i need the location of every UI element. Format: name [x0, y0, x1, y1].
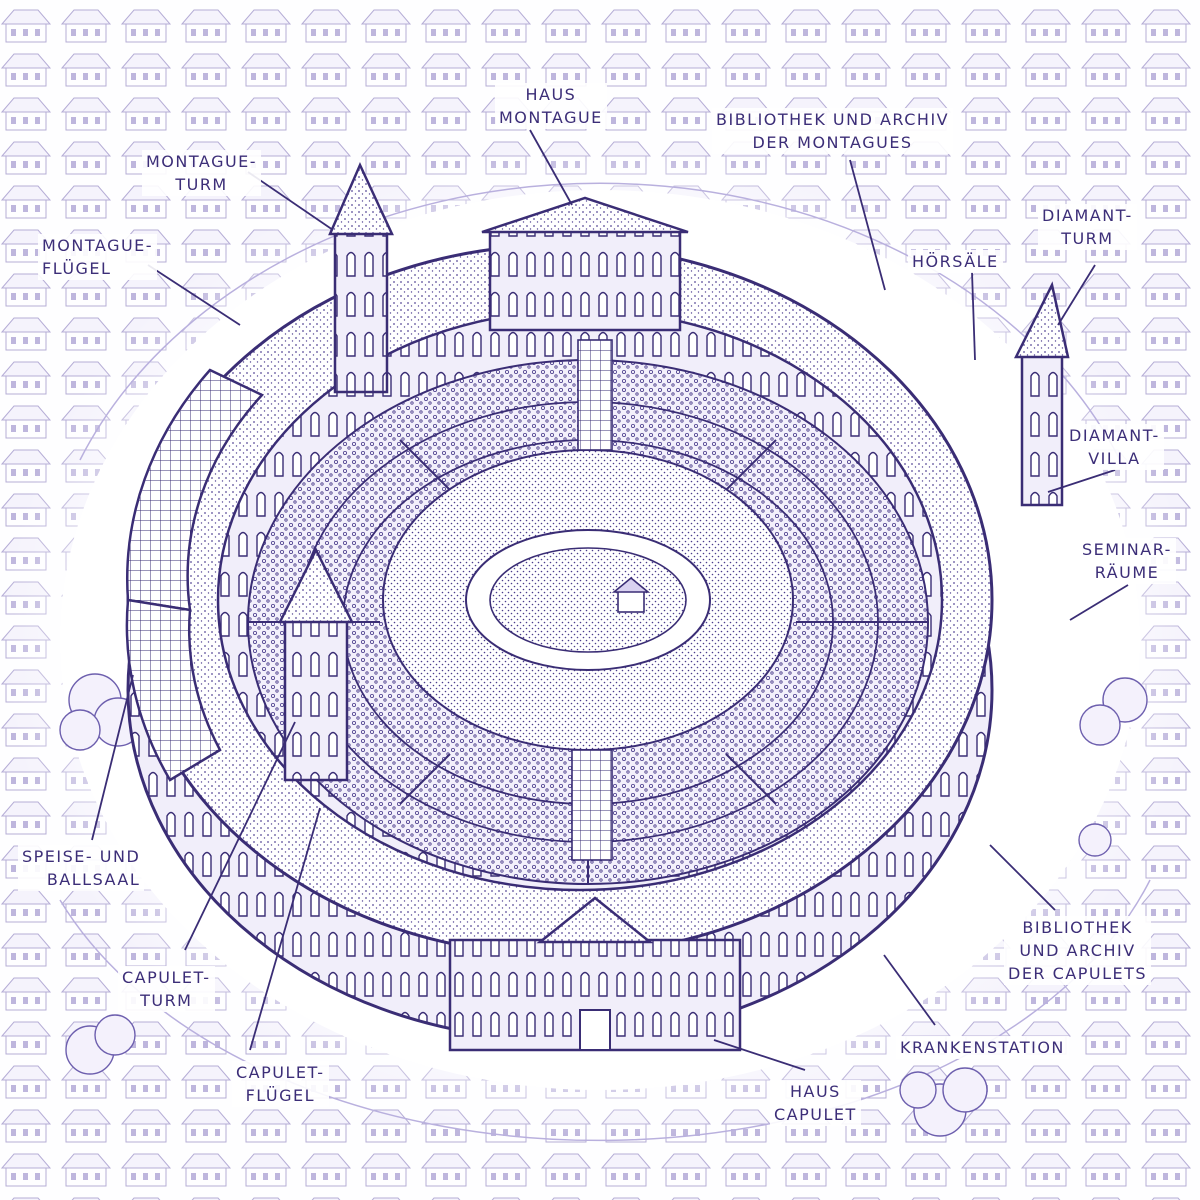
label-line: SPEISE- UND — [22, 847, 141, 866]
label-line: CAPULET- — [122, 968, 211, 987]
label-haus-capulet: HAUS CAPULET — [770, 1080, 861, 1126]
label-krankenstation: KRANKENSTATION — [896, 1036, 1069, 1059]
haus-montague-building — [481, 196, 689, 332]
montague-tower — [328, 161, 394, 394]
plaza-curb-south — [59, 879, 1151, 1142]
pavilion — [611, 576, 651, 613]
label-speise-ballsaal: SPEISE- UND BALLSAAL — [18, 845, 145, 891]
label-capulet-fluegel: CAPULET- FLÜGEL — [232, 1061, 329, 1107]
label-line: TURM — [175, 175, 228, 194]
label-diamant-turm: DIAMANT- TURM — [1038, 204, 1137, 250]
label-bibliothek-capulets: BIBLIOTHEK UND ARCHIV DER CAPULETS — [1004, 916, 1152, 985]
label-line: DIAMANT- — [1069, 426, 1160, 445]
label-line: BIBLIOTHEK — [1022, 918, 1133, 937]
label-line: RÄUME — [1094, 563, 1160, 582]
south-staircase — [571, 749, 613, 861]
haus-capulet-building — [448, 896, 742, 1052]
label-line: FLÜGEL — [42, 259, 112, 278]
label-bibliothek-montagues: BIBLIOTHEK UND ARCHIV DER MONTAGUES — [712, 108, 954, 154]
label-diamant-villa: DIAMANT- VILLA — [1065, 424, 1164, 470]
label-line: HAUS — [789, 1082, 841, 1101]
label-line: FLÜGEL — [245, 1086, 316, 1105]
label-line: DER MONTAGUES — [752, 133, 913, 152]
label-line: TURM — [140, 991, 193, 1010]
ballroom-glass-roof — [126, 368, 265, 612]
label-line: CAPULET- — [236, 1063, 325, 1082]
label-line: UND ARCHIV — [1019, 941, 1136, 960]
north-staircase — [577, 339, 613, 451]
label-line: BALLSAAL — [46, 870, 141, 889]
label-line: HÖRSÄLE — [912, 252, 999, 271]
capulet-tower — [277, 547, 355, 782]
label-line: CAPULET — [774, 1105, 857, 1124]
label-seminar-raeume: SEMINAR- RÄUME — [1078, 538, 1176, 584]
label-hoersaele: HÖRSÄLE — [908, 250, 1003, 273]
ballroom-glass-roof-south — [125, 598, 222, 782]
label-line: HAUS — [525, 85, 577, 104]
leader-lines — [91, 129, 1129, 1071]
label-line: TURM — [1061, 229, 1114, 248]
label-montague-turm: MONTAGUE- TURM — [142, 150, 262, 196]
label-haus-montague: HAUS MONTAGUE — [495, 83, 607, 129]
diamant-tower — [1013, 281, 1070, 507]
label-line: MONTAGUE — [499, 108, 603, 127]
label-line: DIAMANT- — [1042, 206, 1133, 225]
label-line: VILLA — [1088, 449, 1141, 468]
label-line: BIBLIOTHEK UND ARCHIV — [716, 110, 950, 129]
label-line: DER CAPULETS — [1008, 964, 1148, 983]
label-line: KRANKENSTATION — [900, 1038, 1065, 1057]
plaza-curb-north — [79, 182, 1121, 461]
inner-lawn — [489, 547, 687, 653]
label-line: MONTAGUE- — [42, 236, 154, 255]
label-capulet-turm: CAPULET- TURM — [118, 966, 215, 1012]
label-montague-fluegel: MONTAGUE- FLÜGEL — [38, 234, 158, 280]
label-line: MONTAGUE- — [146, 152, 258, 171]
label-line: SEMINAR- — [1082, 540, 1172, 559]
